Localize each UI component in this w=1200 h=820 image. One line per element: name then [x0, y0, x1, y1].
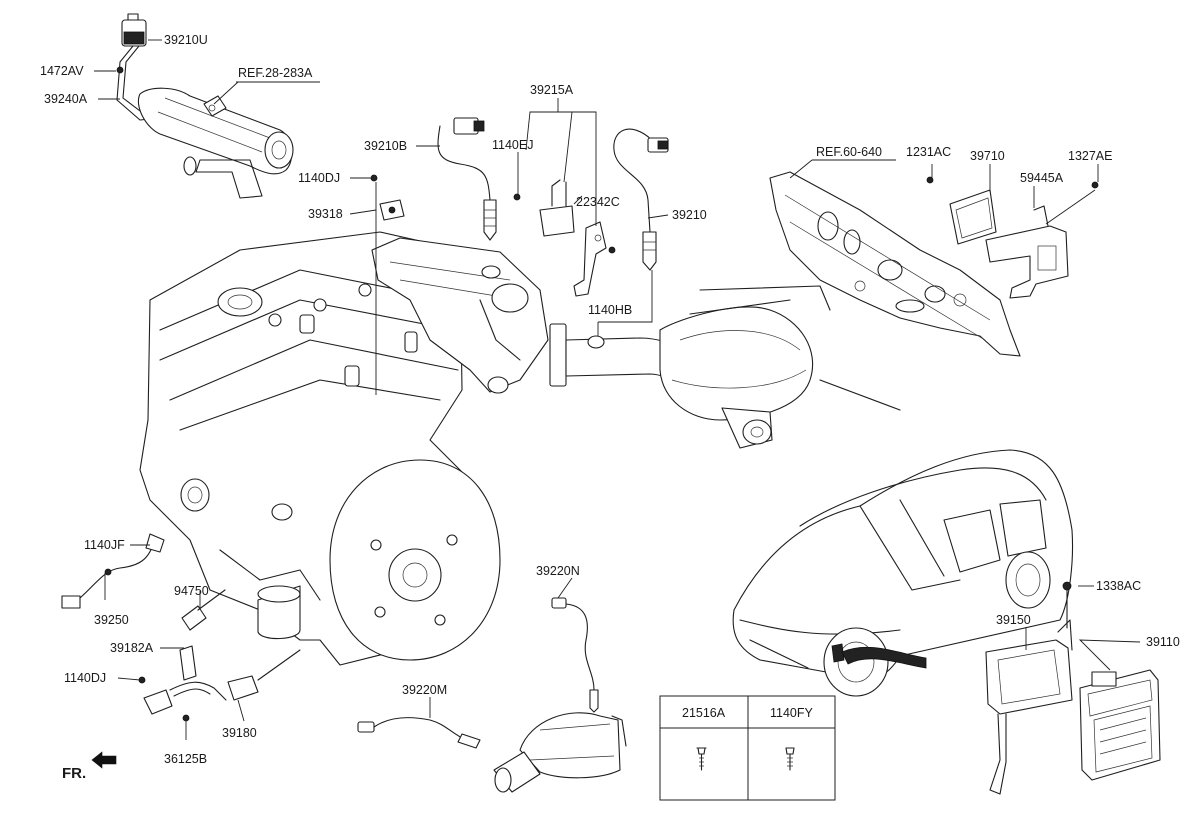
label-1140dj-top: 1140DJ [298, 171, 340, 185]
fastener-table-header-1140fy: 1140FY [770, 706, 814, 720]
label-ref-28-283a: REF.28-283A [238, 66, 313, 80]
label-1140dj-bottom: 1140DJ [64, 671, 106, 685]
exhaust-manifold [371, 237, 901, 449]
label-39150: 39150 [996, 613, 1031, 627]
label-39215a: 39215A [530, 83, 574, 97]
label-39318: 39318 [308, 207, 343, 221]
bolt-icon [696, 747, 707, 771]
oxygen-sensor-39210b [437, 117, 497, 241]
oxygen-sensor-39220n [551, 597, 599, 713]
engine-block [139, 231, 501, 666]
label-39210b: 39210B [364, 139, 407, 153]
front-arrow-icon [91, 751, 117, 769]
bracket-59445a [985, 205, 1069, 299]
label-39210u: 39210U [164, 33, 208, 47]
fastener-table: 21516A 1140FY [659, 695, 836, 801]
label-36125b: 36125B [164, 752, 207, 766]
label-94750: 94750 [174, 584, 209, 598]
leader-lines [94, 39, 1141, 740]
direction-label: FR. [62, 765, 86, 782]
ecu-39110 [1079, 669, 1161, 781]
sensor-39250 [61, 533, 165, 609]
label-39180: 39180 [222, 726, 257, 740]
label-39250: 39250 [94, 613, 129, 627]
label-ref-60-640: REF.60-640 [816, 145, 882, 159]
sensor-94750 [181, 589, 226, 631]
catalytic-converter-small [493, 712, 627, 793]
label-39220m: 39220M [402, 683, 447, 697]
fastener-table-header-21516a: 21516A [682, 706, 726, 720]
label-1327ae: 1327AE [1068, 149, 1112, 163]
label-39710: 39710 [970, 149, 1005, 163]
label-1231ac: 1231AC [906, 145, 951, 159]
module-39710 [949, 189, 997, 245]
label-22342c: 22342C [576, 195, 620, 209]
dash-panel [769, 171, 1099, 357]
label-39182a: 39182A [110, 641, 154, 655]
map-sensor-39318 [370, 174, 405, 221]
car-illustration [732, 449, 1074, 697]
label-1338ac: 1338AC [1096, 579, 1141, 593]
label-1140hb: 1140HB [588, 303, 632, 317]
label-39110: 39110 [1146, 635, 1180, 649]
label-59445a: 59445A [1020, 171, 1064, 185]
part-labels: 39210U 1472AV 39240A REF.28-283A 39215A … [40, 33, 1180, 766]
egr-cooler-assembly [116, 13, 294, 199]
front-direction-indicator: FR. [62, 751, 117, 782]
sensor-39180 [138, 645, 301, 722]
label-1140ej: 1140EJ [492, 138, 533, 152]
label-1140jf: 1140JF [84, 538, 125, 552]
label-39240a: 39240A [44, 92, 88, 106]
label-39220n: 39220N [536, 564, 580, 578]
bolt-icon [785, 747, 795, 771]
oxygen-sensor-39220m [357, 717, 481, 749]
label-1472av: 1472AV [40, 64, 84, 78]
oxygen-sensor-39210 [613, 128, 669, 271]
sensor-bracket-assembly [513, 179, 616, 297]
ecu-bracket-39150 [985, 581, 1073, 795]
label-39210: 39210 [672, 208, 707, 222]
